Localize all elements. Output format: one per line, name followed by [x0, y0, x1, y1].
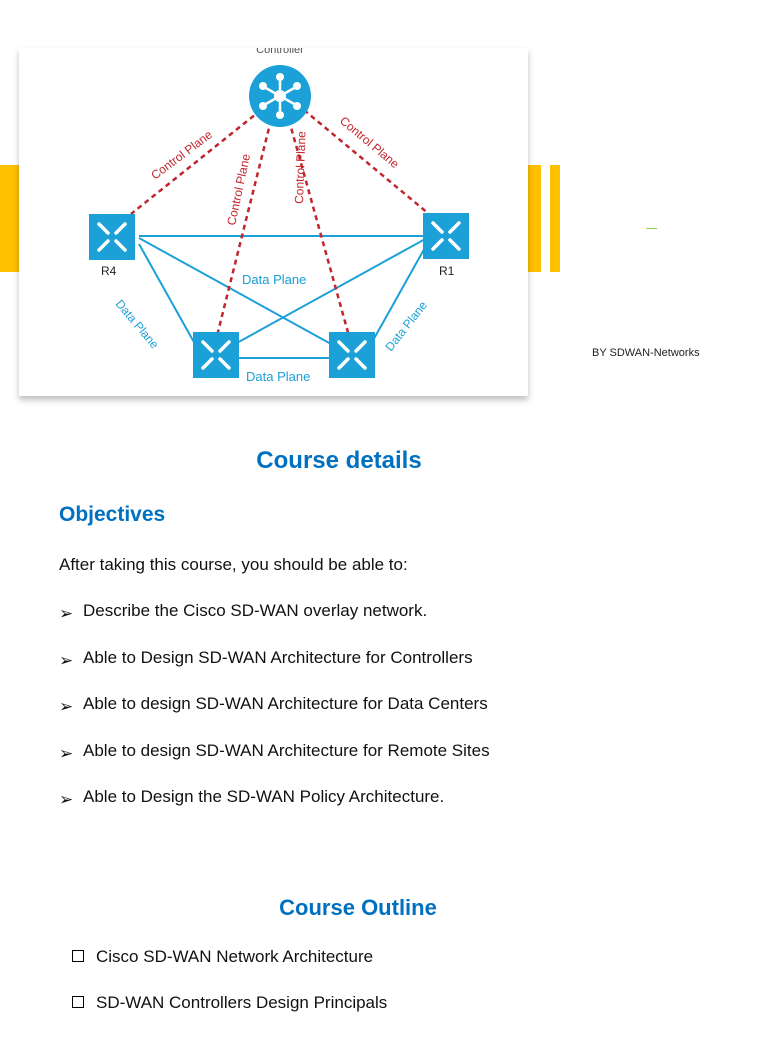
checkbox-square-icon [72, 950, 84, 962]
accent-bar-right-thin [550, 165, 560, 272]
data-plane-links [138, 235, 428, 359]
objective-text: Able to Design the SD-WAN Policy Archite… [83, 787, 445, 806]
link-r1-br [370, 243, 428, 345]
router-label-r4: R4 [101, 264, 117, 278]
sdwan-topology-diagram: Controller Control Plane Control Pl [89, 48, 469, 386]
router-label-r1: R1 [439, 264, 455, 278]
ctrl-link-r1 [303, 109, 430, 215]
objective-text: Able to design SD-WAN Architecture for D… [83, 694, 488, 713]
network-diagram-figure: Controller Control Plane Control Pl [19, 48, 528, 396]
outline-text: Cisco SD-WAN Network Architecture [96, 947, 374, 966]
ctrl-link-r4 [130, 109, 262, 215]
objective-item: ➢ Able to design SD-WAN Architecture for … [59, 694, 490, 741]
objective-item: ➢ Describe the Cisco SD-WAN overlay netwo… [59, 601, 490, 648]
arrow-bullet-icon: ➢ [59, 650, 74, 670]
router-icon-bottom-left [193, 332, 239, 378]
arrow-bullet-icon: ➢ [59, 743, 74, 763]
router-icon-r1 [423, 213, 469, 259]
objectives-list: ➢ Describe the Cisco SD-WAN overlay netwo… [59, 601, 490, 834]
objective-text: Able to Design SD-WAN Architecture for C… [83, 647, 473, 667]
objective-item: ➢ Able to Design SD-WAN Architecture for … [59, 648, 490, 695]
ctrl-link-br [287, 119, 351, 337]
accent-bar-left [0, 165, 20, 272]
control-plane-label-br: Control Plane [292, 131, 309, 204]
link-r4-br [138, 237, 332, 345]
controller-label: Controller [256, 48, 304, 56]
controller-hub-icon [249, 65, 311, 127]
control-plane-label-bl: Control Plane [224, 152, 253, 226]
outline-text: SD-WAN Controllers Design Principals [96, 993, 388, 1012]
author-credit: BY SDWAN-Networks [592, 347, 700, 359]
data-plane-label-right: Data Plane [382, 298, 430, 354]
arrow-bullet-icon: ➢ [59, 697, 74, 716]
data-plane-label-left: Data Plane [113, 297, 162, 352]
router-icon-bottom-right [329, 332, 375, 378]
router-icon-r4 [89, 214, 135, 260]
objective-text: Describe the Cisco SD-WAN overlay networ… [83, 601, 428, 620]
link-r1-bl [234, 237, 428, 345]
ctrl-link-bl [215, 119, 273, 337]
arrow-bullet-icon: ➢ [59, 604, 74, 623]
arrow-bullet-icon: ➢ [59, 790, 74, 809]
accent-bar-right [528, 165, 541, 272]
objectives-intro: After taking this course, you should be … [59, 555, 408, 574]
control-plane-label-r1: Control Plane [337, 114, 402, 172]
data-plane-label-bottom-front: Data Plane [246, 369, 310, 384]
course-details-heading: Course details [256, 447, 422, 474]
control-plane-links [130, 109, 430, 337]
objective-text: Able to design SD-WAN Architecture for R… [83, 740, 490, 760]
objective-item: ➢ Able to design SD-WAN Architecture for … [59, 741, 490, 788]
objective-item: ➢ Able to Design the SD-WAN Policy Archit… [59, 787, 490, 834]
objectives-heading: Objectives [59, 503, 166, 526]
course-outline-heading: Course Outline [279, 895, 437, 920]
link-r4-bl [138, 243, 196, 345]
course-outline-list: Cisco SD-WAN Network Architecture SD-WAN… [72, 947, 387, 1039]
checkbox-square-icon [72, 996, 84, 1008]
green-dash-mark [646, 228, 657, 229]
outline-item: SD-WAN Controllers Design Principals [72, 993, 387, 1039]
data-plane-label-center-front: Data Plane [242, 272, 306, 287]
outline-item: Cisco SD-WAN Network Architecture [72, 947, 387, 993]
